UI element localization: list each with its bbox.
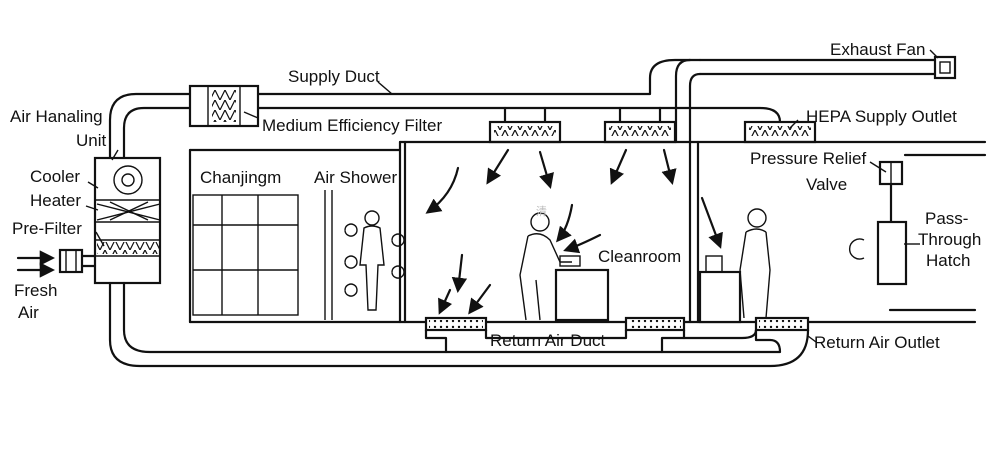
person-cleanroom-worker-icon	[519, 212, 581, 321]
label-fresh-air-1: Fresh	[14, 281, 57, 300]
building-outline	[188, 140, 987, 324]
hepa-outlet-icon-1	[488, 120, 562, 144]
label-pass-through-2: Through	[918, 230, 981, 249]
label-pressure-relief-2: Valve	[806, 175, 847, 194]
label-exhaust-fan: Exhaust Fan	[830, 40, 925, 59]
pass-through-hatch-icon	[848, 220, 908, 286]
leader-lines	[85, 49, 939, 343]
fan-icon	[113, 165, 143, 195]
label-supply-duct: Supply Duct	[288, 67, 380, 86]
air-handling-unit-icon	[93, 156, 162, 285]
pressure-relief-valve-icon	[878, 160, 904, 224]
medium-efficiency-filter-icon	[188, 84, 260, 128]
workbench-icon	[554, 268, 610, 322]
heater-coil-icon	[96, 201, 161, 221]
supply-duct	[108, 58, 782, 162]
label-air-handling-unit-1: Air Hanaling	[10, 107, 103, 126]
person-operator-icon	[739, 208, 771, 319]
label-air-shower: Air Shower	[314, 168, 397, 187]
changing-room-lockers	[192, 190, 333, 320]
label-return-air-outlet: Return Air Outlet	[814, 333, 940, 352]
hepa-outlet-icon-3	[743, 120, 817, 144]
label-return-air-duct: Return Air Duct	[490, 331, 606, 350]
exhaust-duct	[674, 58, 937, 144]
label-cleanroom: Cleanroom	[598, 247, 681, 266]
label-air-handling-unit-2: Unit	[76, 131, 107, 150]
exhaust-fan-icon	[933, 55, 957, 80]
diagram-labels: Exhaust Fan Supply Duct Air Hanaling Uni…	[10, 40, 981, 352]
label-pass-through-1: Pass-	[925, 209, 968, 228]
label-pre-filter: Pre-Filter	[12, 219, 82, 238]
airflow-arrows	[425, 148, 723, 315]
fresh-air-intake-icon	[16, 248, 97, 278]
label-changing-room: Chanjingm	[200, 168, 281, 187]
watermark: 清	[536, 205, 547, 218]
person-air-shower-icon	[359, 210, 385, 311]
label-pass-through-3: Hatch	[926, 251, 970, 270]
return-air-duct	[108, 281, 810, 368]
pre-filter-icon	[97, 242, 159, 254]
label-heater: Heater	[30, 191, 81, 210]
label-cooler: Cooler	[30, 167, 80, 186]
air-shower-nozzles	[344, 223, 405, 297]
label-fresh-air-2: Air	[18, 303, 39, 322]
hepa-outlet-icon-2	[603, 120, 677, 144]
label-hepa-supply-outlet: HEPA Supply Outlet	[806, 107, 957, 126]
equipment-icon	[698, 255, 742, 324]
label-medium-efficiency-filter: Medium Efficiency Filter	[262, 116, 442, 135]
label-pressure-relief-1: Pressure Relief	[750, 149, 866, 168]
